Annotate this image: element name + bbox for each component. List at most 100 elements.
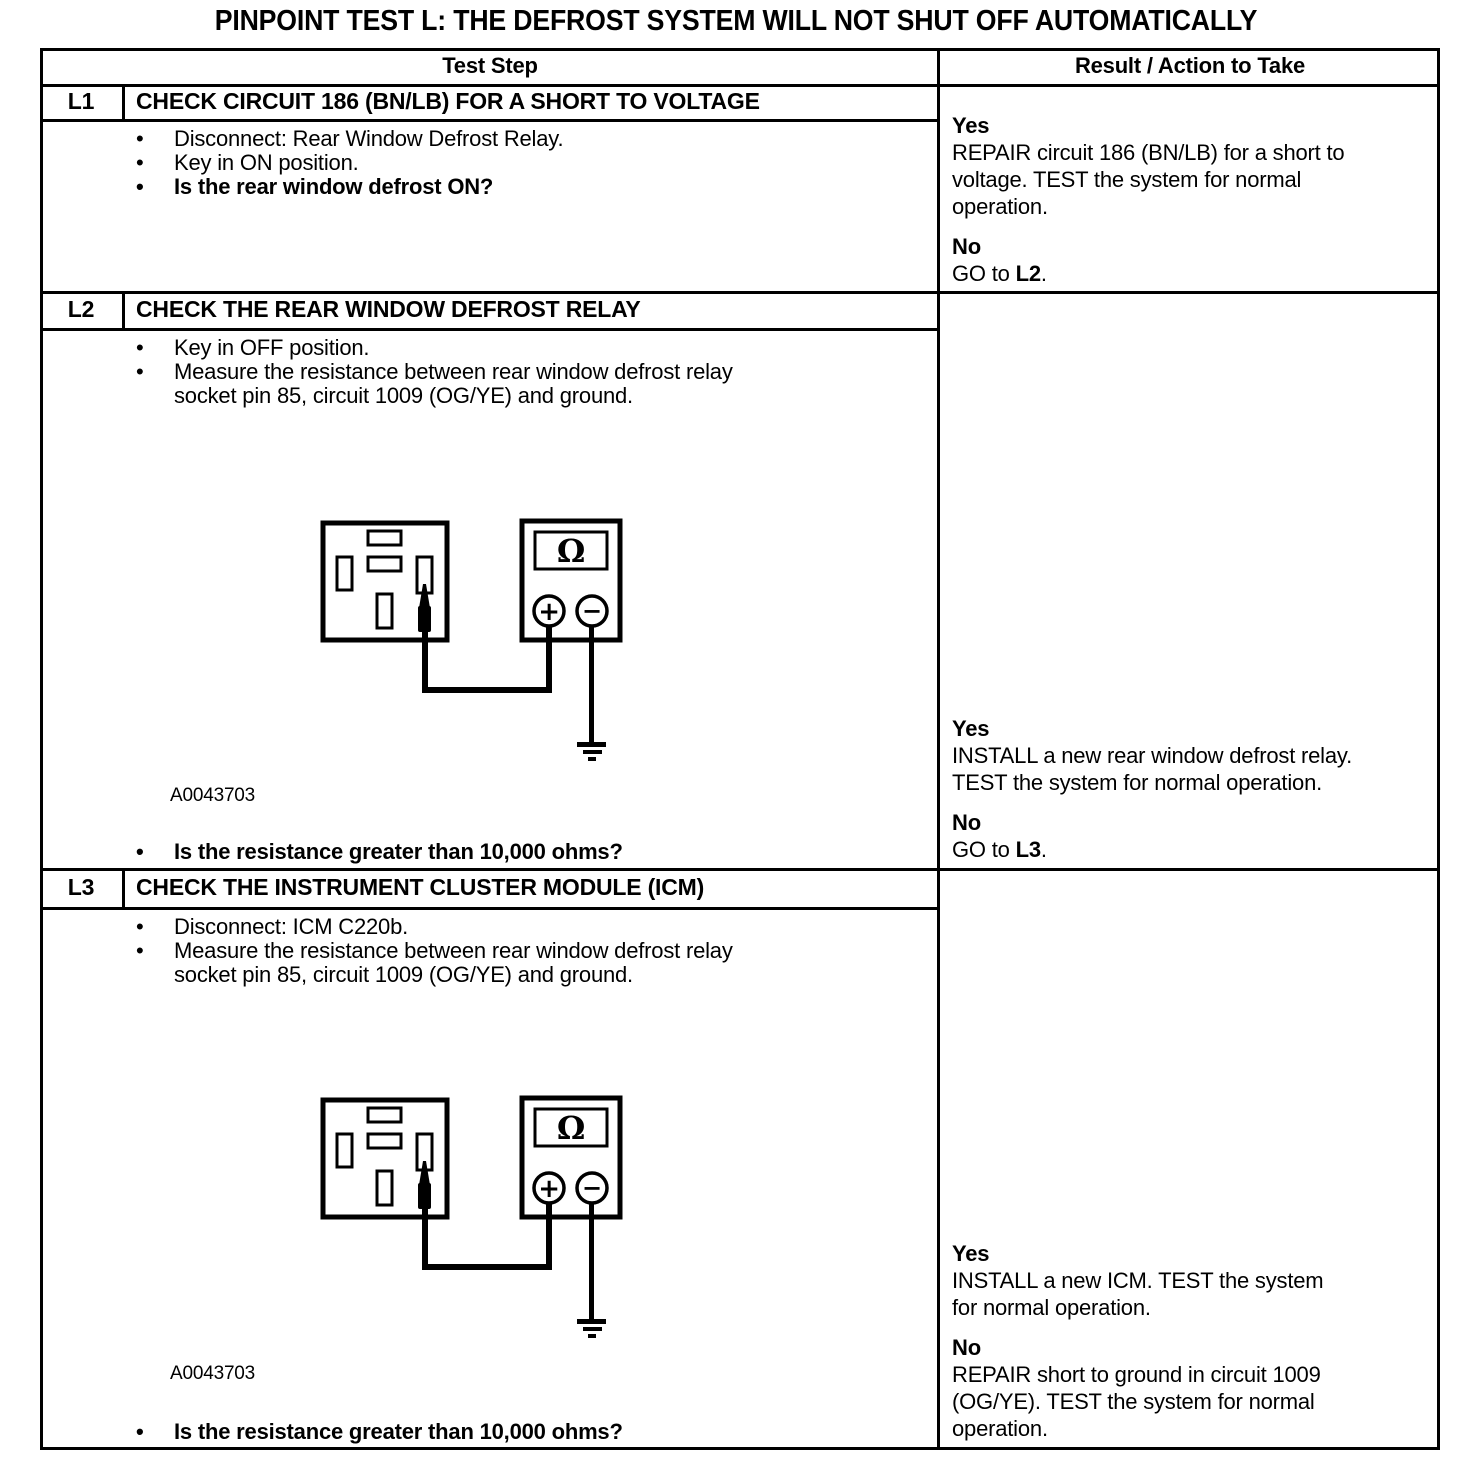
minus-symbol: −	[582, 597, 602, 625]
result-yes-label: Yes	[952, 113, 990, 138]
socket-pin	[366, 529, 403, 547]
step-id-l2: L2	[67, 296, 95, 322]
step-l2-question: • Is the resistance greater than 10,000 …	[136, 840, 896, 864]
result-no-label: No	[952, 1335, 981, 1360]
bullet-icon: •	[136, 335, 144, 360]
result-yes-text: INSTALL a new ICM. TEST the system for n…	[952, 1268, 1324, 1320]
bullet-text: Is the rear window defrost ON?	[174, 174, 494, 199]
step-l1-bullets: • Disconnect: Rear Window Defrost Relay.…	[136, 127, 836, 199]
list-item: • Disconnect: Rear Window Defrost Relay.	[136, 127, 836, 151]
result-cell-l2: Yes INSTALL a new rear window defrost re…	[952, 291, 1432, 868]
result-yes-text: INSTALL a new rear window defrost relay.…	[952, 743, 1352, 795]
list-item: • Measure the resistance between rear wi…	[136, 360, 856, 408]
probe-wire	[422, 1203, 428, 1270]
bullet-text: Measure the resistance between rear wind…	[174, 938, 733, 987]
step-l2-bullets: • Key in OFF position. • Measure the res…	[136, 336, 856, 408]
plus-symbol: +	[538, 597, 560, 627]
bullet-icon: •	[136, 150, 144, 175]
ground-symbol	[588, 757, 596, 761]
table-outer-border	[40, 48, 1440, 1450]
result-no-text: GO to L2.	[952, 260, 1432, 287]
ohm-symbol: Ω	[557, 1109, 585, 1147]
negative-terminal-icon	[575, 1171, 609, 1205]
result-yes-text: REPAIR circuit 186 (BN/LB) for a short t…	[952, 140, 1345, 219]
bullet-text: Key in ON position.	[174, 150, 359, 175]
socket-pin	[375, 592, 394, 630]
positive-lead-wire	[546, 1203, 552, 1270]
minus-symbol: −	[582, 1174, 602, 1202]
bullet-text: Key in OFF position.	[174, 335, 370, 360]
bullet-icon: •	[136, 1419, 144, 1444]
result-no-text: GO to L3.	[952, 836, 1432, 863]
bullet-text: Disconnect: ICM C220b.	[174, 914, 409, 939]
step-id-l3: L3	[67, 874, 95, 900]
list-item: • Key in ON position.	[136, 151, 836, 175]
l3-title-row-border	[40, 907, 940, 910]
bullet-icon: •	[136, 914, 144, 939]
socket-pin	[366, 1106, 403, 1124]
figure-label: A0043703	[170, 1363, 256, 1384]
bullet-icon: •	[136, 359, 144, 384]
ground-wire	[589, 1203, 594, 1321]
ohm-display	[533, 1107, 609, 1148]
goto-suffix: .	[1040, 837, 1047, 862]
step-id-l1: L1	[67, 88, 95, 114]
probe-tip	[419, 584, 430, 608]
l2-step-cell-divider	[122, 291, 125, 331]
list-item: • Is the rear window defrost ON?	[136, 175, 836, 199]
ground-symbol	[583, 1327, 602, 1331]
goto-prefix: GO to	[952, 261, 1016, 286]
positive-terminal-icon	[532, 594, 566, 628]
step-title-l2: CHECK THE REAR WINDOW DEFROST RELAY	[136, 296, 641, 322]
socket-pin	[366, 1132, 403, 1150]
goto-target: L2	[1015, 261, 1041, 286]
list-item: • Measure the resistance between rear wi…	[136, 939, 856, 987]
goto-target: L3	[1015, 837, 1041, 862]
step-l3-question: • Is the resistance greater than 10,000 …	[136, 1420, 896, 1444]
result-yes-label: Yes	[952, 716, 990, 741]
probe-body	[418, 606, 431, 632]
bullet-text: Is the resistance greater than 10,000 oh…	[174, 839, 623, 864]
l3-step-cell-divider	[122, 868, 125, 910]
header-row-border	[40, 84, 1440, 87]
ohmmeter-measurement-figure: Ω + −	[320, 518, 623, 761]
result-no-label: No	[952, 234, 981, 259]
result-no-text: REPAIR short to ground in circuit 1009 (…	[952, 1362, 1321, 1441]
ground-symbol	[583, 750, 602, 754]
step-title-l1: CHECK CIRCUIT 186 (BN/LB) FOR A SHORT TO…	[136, 88, 760, 114]
result-cell-l1: Yes REPAIR circuit 186 (BN/LB) for a sho…	[952, 84, 1432, 291]
page-title: PINPOINT TEST L: THE DEFROST SYSTEM WILL…	[214, 5, 1258, 37]
socket-pin	[335, 1132, 354, 1169]
bullet-text: Measure the resistance between rear wind…	[174, 359, 733, 408]
l2-title-row-border	[40, 328, 940, 331]
jumper-wire	[422, 687, 552, 693]
ohm-display	[533, 530, 609, 571]
result-no-label: No	[952, 810, 981, 835]
figure-label: A0043703	[170, 785, 256, 806]
negative-terminal-icon	[575, 594, 609, 628]
ohmmeter-measurement-figure: Ω + −	[320, 1095, 623, 1338]
result-yes-label: Yes	[952, 1241, 990, 1266]
socket-pin	[375, 1169, 394, 1207]
column-header-result: Result / Action to Take	[1074, 53, 1306, 78]
bullet-icon: •	[136, 839, 144, 864]
probe-wire	[422, 626, 428, 693]
jumper-wire	[422, 1264, 552, 1270]
plus-symbol: +	[538, 1174, 560, 1204]
bullet-text: Disconnect: Rear Window Defrost Relay.	[174, 126, 564, 151]
bullet-icon: •	[136, 174, 144, 199]
list-item: • Disconnect: ICM C220b.	[136, 915, 856, 939]
ohm-symbol: Ω	[557, 532, 585, 570]
step-title-l3: CHECK THE INSTRUMENT CLUSTER MODULE (ICM…	[136, 874, 705, 900]
bullet-text: Is the resistance greater than 10,000 oh…	[174, 1419, 623, 1444]
ground-wire	[589, 626, 594, 744]
list-item: • Is the resistance greater than 10,000 …	[136, 1420, 896, 1444]
list-item: • Is the resistance greater than 10,000 …	[136, 840, 896, 864]
step-l3-bullets: • Disconnect: ICM C220b. • Measure the r…	[136, 915, 856, 987]
probe-body	[418, 1183, 431, 1209]
l1-step-cell-divider	[122, 84, 125, 122]
ground-symbol	[577, 1319, 606, 1324]
socket-pin	[366, 555, 403, 573]
socket-pin	[335, 555, 354, 592]
